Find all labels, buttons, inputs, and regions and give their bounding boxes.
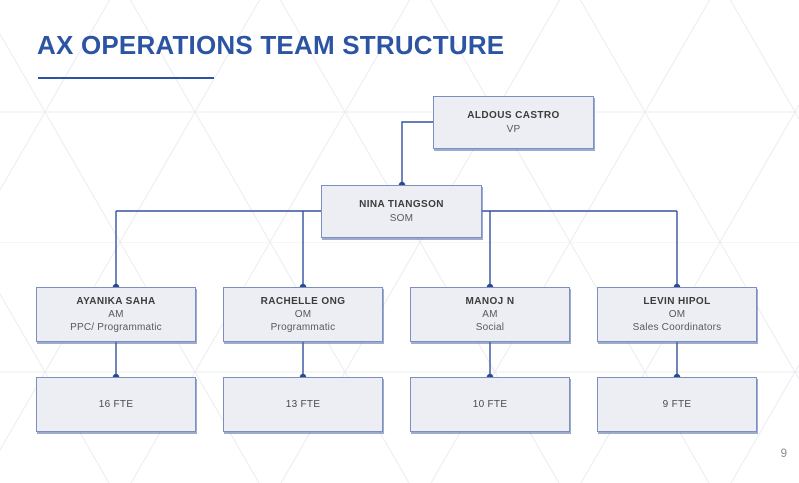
fte-count: 10 FTE (472, 399, 508, 410)
team-label: Social (475, 322, 505, 334)
person-name: LEVIN HIPOL (643, 295, 711, 307)
org-node-team-3: MANOJ N AM Social (410, 287, 570, 342)
org-node-fte-1: 16 FTE (36, 377, 196, 432)
person-name: MANOJ N (465, 295, 515, 307)
person-name: NINA TIANGSON (359, 199, 444, 211)
org-node-team-4: LEVIN HIPOL OM Sales Coordinators (597, 287, 757, 342)
fte-count: 9 FTE (662, 399, 692, 410)
org-node-team-2: RACHELLE ONG OM Programmatic (223, 287, 383, 342)
person-name: RACHELLE ONG (260, 295, 346, 307)
person-role: SOM (389, 212, 414, 224)
page-number: 9 (780, 448, 787, 460)
org-node-fte-3: 10 FTE (410, 377, 570, 432)
team-label: Programmatic (270, 322, 336, 334)
org-node-fte-2: 13 FTE (223, 377, 383, 432)
person-role: OM (294, 309, 312, 321)
fte-count: 16 FTE (98, 399, 134, 410)
person-name: AYANIKA SAHA (76, 295, 156, 307)
connector-vp-to-som (401, 121, 433, 185)
person-role: VP (506, 123, 521, 135)
title-underline (38, 77, 214, 79)
org-node-som: NINA TIANGSON SOM (321, 185, 482, 238)
fte-count: 13 FTE (285, 399, 321, 410)
page-title: AX OPERATIONS TEAM STRUCTURE (37, 30, 505, 60)
person-role: AM (482, 309, 498, 321)
org-node-vp: ALDOUS CASTRO VP (433, 96, 594, 149)
team-label: Sales Coordinators (632, 322, 722, 334)
org-node-fte-4: 9 FTE (597, 377, 757, 432)
person-role: OM (668, 309, 686, 321)
person-role: AM (108, 309, 124, 321)
person-name: ALDOUS CASTRO (467, 110, 560, 122)
org-node-team-1: AYANIKA SAHA AM PPC/ Programmatic (36, 287, 196, 342)
team-label: PPC/ Programmatic (70, 322, 162, 334)
